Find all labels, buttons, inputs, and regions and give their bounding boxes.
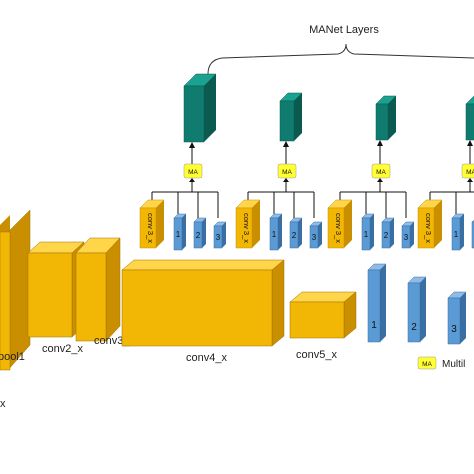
conv4-block: [121, 259, 285, 347]
pool1-label: pool1: [0, 351, 25, 363]
sub-block-1: [451, 213, 465, 251]
manet-branch-2: MA conv 3_x 1 2 3: [235, 92, 323, 251]
sub-block-2: [193, 217, 207, 249]
sub-block-2: [381, 217, 395, 249]
conv2-block: [27, 241, 85, 338]
conv2-label: conv2_x: [42, 343, 83, 355]
sub-block-3-label: 3: [312, 233, 317, 242]
arrow-head: [283, 178, 289, 182]
conv5-label: conv5_x: [296, 349, 337, 361]
legend-block-2-label: 2: [411, 322, 417, 333]
teal-output-block: [375, 95, 397, 141]
arrow-head: [377, 140, 383, 146]
teal-output-block: [183, 73, 217, 143]
sub-block-2-label: 2: [384, 231, 389, 240]
ma-box: [183, 163, 203, 179]
arrow-head: [377, 178, 383, 182]
ma-label: MA: [466, 169, 474, 176]
sub-block-1: [269, 213, 283, 251]
sub-block-3-label: 3: [216, 233, 221, 242]
pool1-block: [0, 209, 31, 371]
ma-box: [461, 163, 474, 179]
diagram-title: MANet Layers: [309, 24, 379, 36]
conv3-branch-block: [417, 199, 443, 249]
ma-label: MA: [282, 169, 292, 176]
arrow-head: [467, 178, 473, 182]
legend-block-1: 1: [367, 263, 387, 343]
conv3-branch-label: conv 3_x: [242, 213, 251, 243]
teal-output-block: [279, 92, 303, 142]
conv3-branch-block: [327, 199, 353, 249]
ma-box: [277, 163, 297, 179]
conv3-branch-label: conv 3_x: [146, 213, 155, 243]
legend-block-1-label: 1: [371, 320, 377, 331]
arrow-head: [189, 142, 195, 148]
conv5-block: [289, 291, 357, 339]
conv3-branch-label: conv 3_x: [334, 213, 343, 243]
ma-label: MA: [376, 169, 386, 176]
pool1-label-suffix: x: [0, 398, 6, 410]
legend-ma-text: Multil: [442, 359, 465, 370]
arrow-head: [467, 140, 473, 146]
sub-block-3: [401, 221, 415, 249]
legend: 1 2 3 MA Multil: [367, 263, 467, 370]
manet-branch-3: MA conv 3_x 1 2 3: [327, 95, 415, 251]
sub-block-1-label: 1: [364, 230, 369, 239]
teal-output-block: [465, 95, 474, 141]
manet-branch-1: MA conv 3_x 1 2 3: [139, 73, 227, 251]
arrow-head: [283, 141, 289, 147]
sub-block-1: [173, 213, 187, 251]
sub-block-2: [289, 217, 303, 249]
sub-block-3: [213, 221, 227, 249]
sub-block-1-label: 1: [454, 230, 459, 239]
title-bracket: [207, 43, 474, 75]
sub-block-2-label: 2: [292, 231, 297, 240]
legend-block-2: 2: [407, 276, 427, 343]
legend-ma-swatch: [417, 356, 437, 370]
conv3-block: [75, 237, 121, 342]
ma-label: MA: [188, 169, 198, 176]
conv3-branch-block: [235, 199, 261, 249]
legend-block-3-label: 3: [451, 324, 457, 335]
sub-block-3: [309, 221, 323, 249]
conv3-branch-block: [139, 199, 165, 249]
legend-ma-symbol: MA: [422, 361, 432, 368]
sub-block-3-label: 3: [404, 233, 409, 242]
conv3-branch-label: conv 3_x: [424, 213, 433, 243]
legend-block-3: 3: [447, 291, 467, 345]
sub-block-2-label: 2: [196, 231, 201, 240]
conv4-label: conv4_x: [186, 352, 227, 364]
sub-block-1-label: 1: [272, 230, 277, 239]
arrow-head: [189, 178, 195, 182]
ma-box: [371, 163, 391, 179]
sub-block-1-label: 1: [176, 230, 181, 239]
sub-block-1: [361, 213, 375, 251]
